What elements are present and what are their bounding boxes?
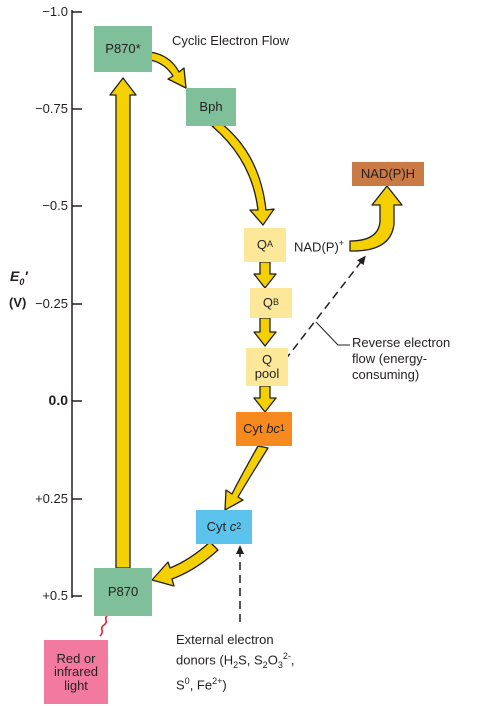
tick-label: −0.75 [35, 101, 68, 116]
nadp-label: NAD(P)+ [294, 238, 345, 255]
diagram-title: Cyclic Electron Flow [172, 33, 290, 48]
nadph-box: NAD(P)H [352, 162, 424, 186]
tick-label: −0.25 [35, 296, 68, 311]
axis-unit: (V) [9, 295, 27, 310]
reverse-flow-leader [315, 321, 350, 346]
external-donors-annotation: External electron donors (H2S, S2O32-, S… [176, 632, 295, 693]
arrow-bph-to-qa [211, 123, 275, 226]
arrow-qpool-to-cytbc1 [253, 385, 277, 413]
tick-label: 0.0 [48, 392, 68, 408]
p870-box: P870 [94, 568, 152, 616]
qpool-box: Q pool [246, 348, 288, 386]
tick-label: −1.0 [42, 4, 68, 19]
tick-label: −0.5 [42, 198, 68, 213]
arrow-cytbc1-to-cytc2 [224, 445, 269, 511]
p870-star-box: P870* [94, 26, 152, 72]
bph-box: Bph [186, 88, 236, 126]
tick-label: +0.5 [42, 588, 68, 603]
arrow-qa-to-qb [253, 261, 277, 289]
arrow-nadp-to-nadph [349, 185, 403, 252]
tick-label: +0.25 [35, 491, 68, 506]
arrow-cytc2-to-p870 [151, 541, 219, 587]
arrow-p870star-to-bph [149, 51, 187, 89]
excitation-arrow [109, 77, 137, 569]
arrow-qb-to-qpool [253, 317, 277, 347]
y-axis [71, 10, 82, 598]
light-box: Red or infrared light [44, 640, 108, 704]
reverse-flow-dashed-arrow [284, 255, 366, 361]
reverse-flow-annotation: Reverse electron flow (energy- consuming… [352, 335, 451, 382]
axis-title: E0′ [10, 268, 28, 287]
